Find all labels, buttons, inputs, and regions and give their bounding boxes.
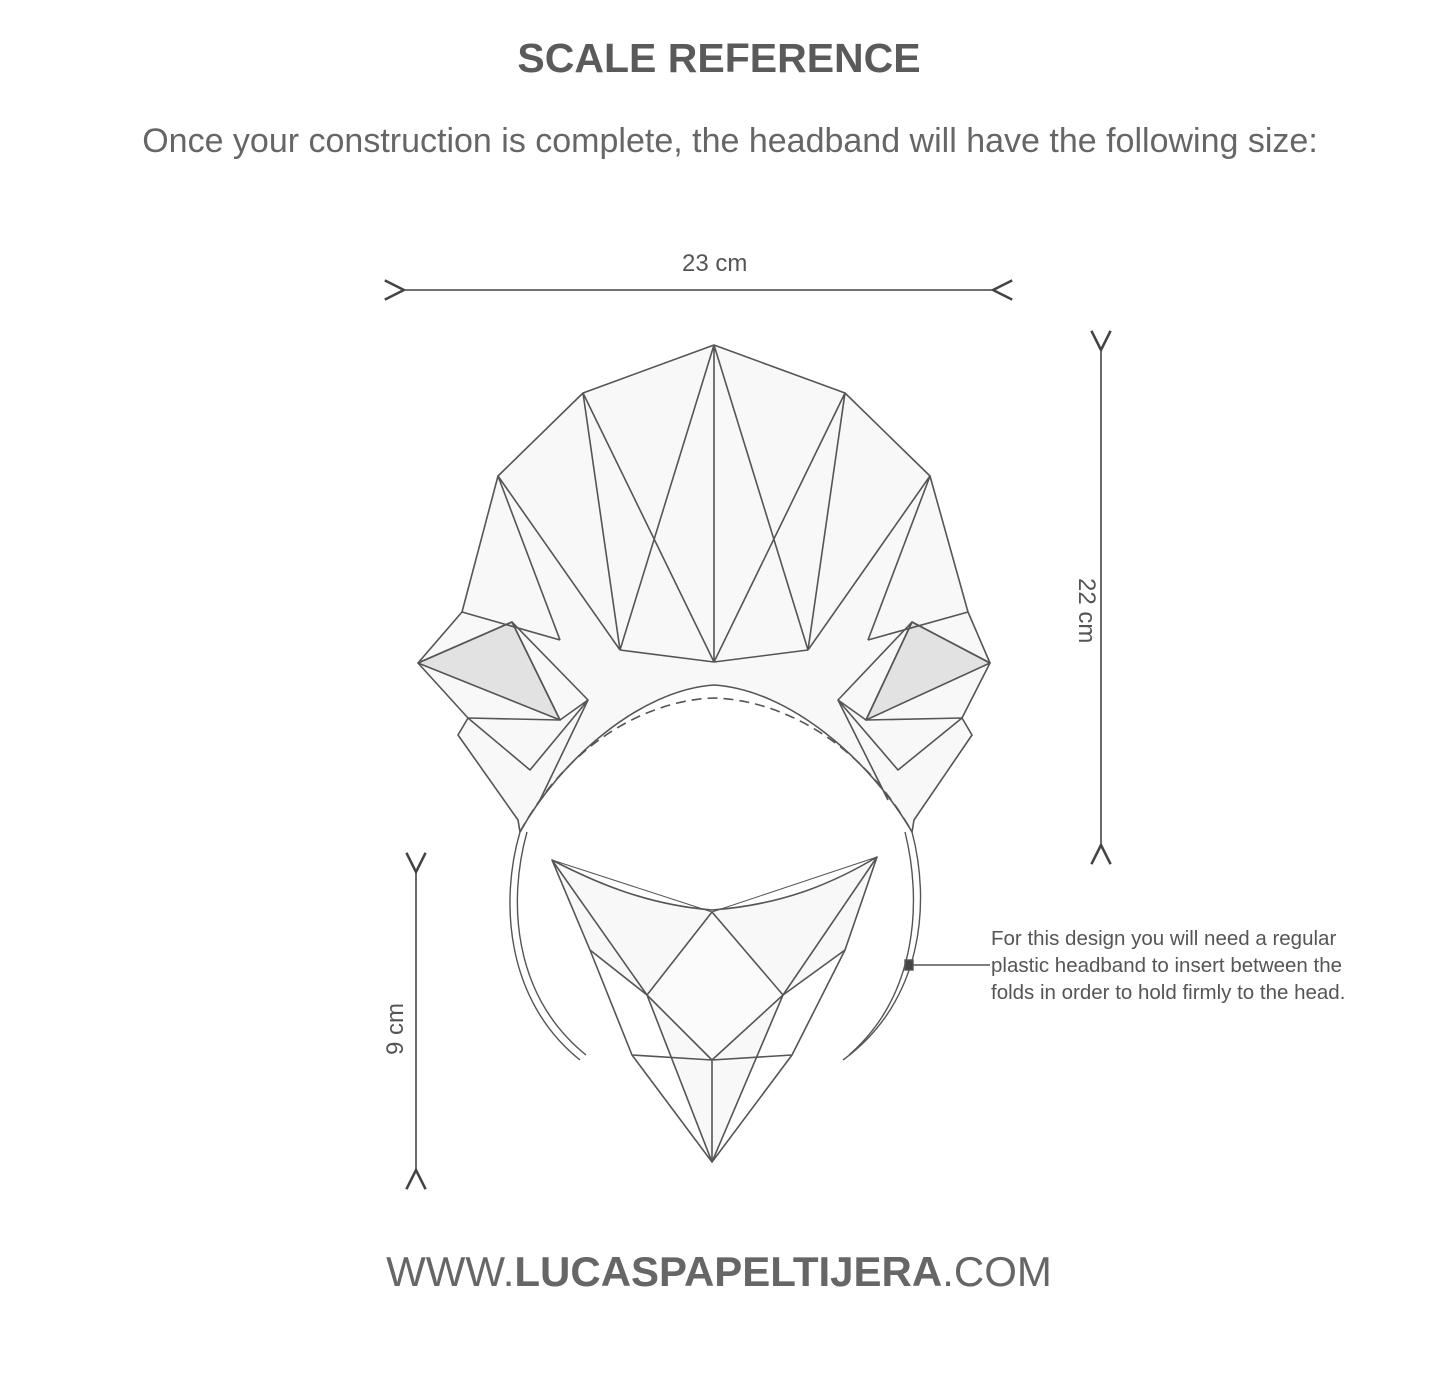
dimension-arrows (404, 290, 1101, 1170)
note-line: plastic headband to insert between the (991, 954, 1343, 977)
crown (417, 344, 991, 833)
subtitle: Once your construction is complete, the … (142, 122, 1318, 160)
mask (551, 856, 878, 1163)
headband-note: For this design you will need a regular … (991, 925, 1411, 1006)
height-label: 22 cm (1073, 578, 1100, 644)
note-line: For this design you will need a regular (991, 927, 1337, 950)
footer-brand: LUCASPAPELTIJERA (514, 1248, 943, 1295)
page-title: SCALE REFERENCE (517, 35, 921, 81)
footer-suffix: .COM (942, 1248, 1052, 1295)
headband (509, 831, 990, 1061)
footer-prefix: WWW. (386, 1248, 515, 1295)
width-label: 23 cm (682, 250, 748, 277)
note-line: folds in order to hold firmly to the hea… (991, 981, 1346, 1004)
website-link[interactable]: WWW.LUCASPAPELTIJERA.COM (0, 1248, 1438, 1296)
mask-height-label: 9 cm (382, 1002, 409, 1055)
